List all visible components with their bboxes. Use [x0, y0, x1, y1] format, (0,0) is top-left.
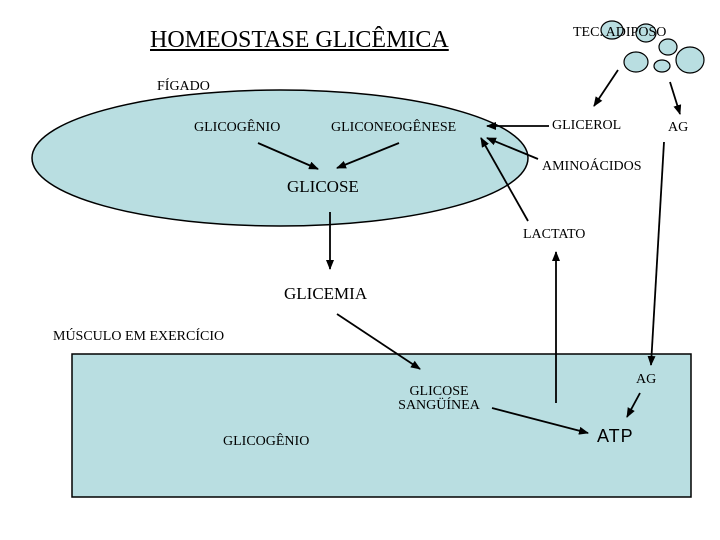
glycemia-label: GLICEMIA [284, 284, 368, 303]
arrow-glycogen-to-glucose [257, 142, 319, 170]
arrow-ag-to-muscle [647, 141, 665, 366]
gluconeogenesis-label: GLICONEOGÊNESE [331, 120, 457, 135]
arrow-ag-to-atp [626, 392, 641, 418]
fatty-acids-label: AG [668, 120, 689, 135]
amino-acids-label: AMINOÁCIDOS [542, 159, 642, 174]
glycerol-label: GLICEROL [552, 118, 622, 133]
arrow-lactate-to-gluconeogenesis [480, 137, 529, 222]
arrow-blood-glucose-to-atp [491, 407, 589, 435]
liver-label: FÍGADO [157, 79, 210, 94]
blood-glucose-line1: GLICOSE [409, 384, 469, 399]
blood-glucose-line2: SANGÜÍNEA [398, 398, 480, 413]
blood-glucose-label: GLICOSE SANGÜÍNEA [388, 385, 490, 413]
liver-glucose-label: GLICOSE [287, 177, 359, 196]
adipose-cells [600, 20, 705, 74]
atp-label: ATP [597, 426, 634, 446]
arrow-glycemia-to-blood-glucose [336, 313, 421, 370]
liver-glycogen-label: GLICOGÊNIO [194, 120, 281, 135]
lactate-label: LACTATO [523, 227, 586, 242]
liver-ellipse [31, 89, 529, 227]
arrow-adipose-to-glycerol [593, 69, 619, 107]
arrow-aminoacids-to-gluconeogenesis [486, 137, 539, 160]
muscle-box [71, 353, 692, 498]
diagram-title: HOMEOSTASE GLICÊMICA [150, 27, 449, 53]
muscle-fatty-acids-label: AG [636, 372, 657, 387]
muscle-glycogen-label: GLICOGÊNIO [223, 434, 310, 449]
adipose-tissue-label: TEC. ADIPOSO [573, 25, 667, 40]
muscle-label: MÚSCULO EM EXERCÍCIO [53, 329, 225, 344]
arrow-gluconeogenesis-to-glucose [336, 142, 400, 169]
arrow-adipose-to-ag [669, 81, 682, 115]
